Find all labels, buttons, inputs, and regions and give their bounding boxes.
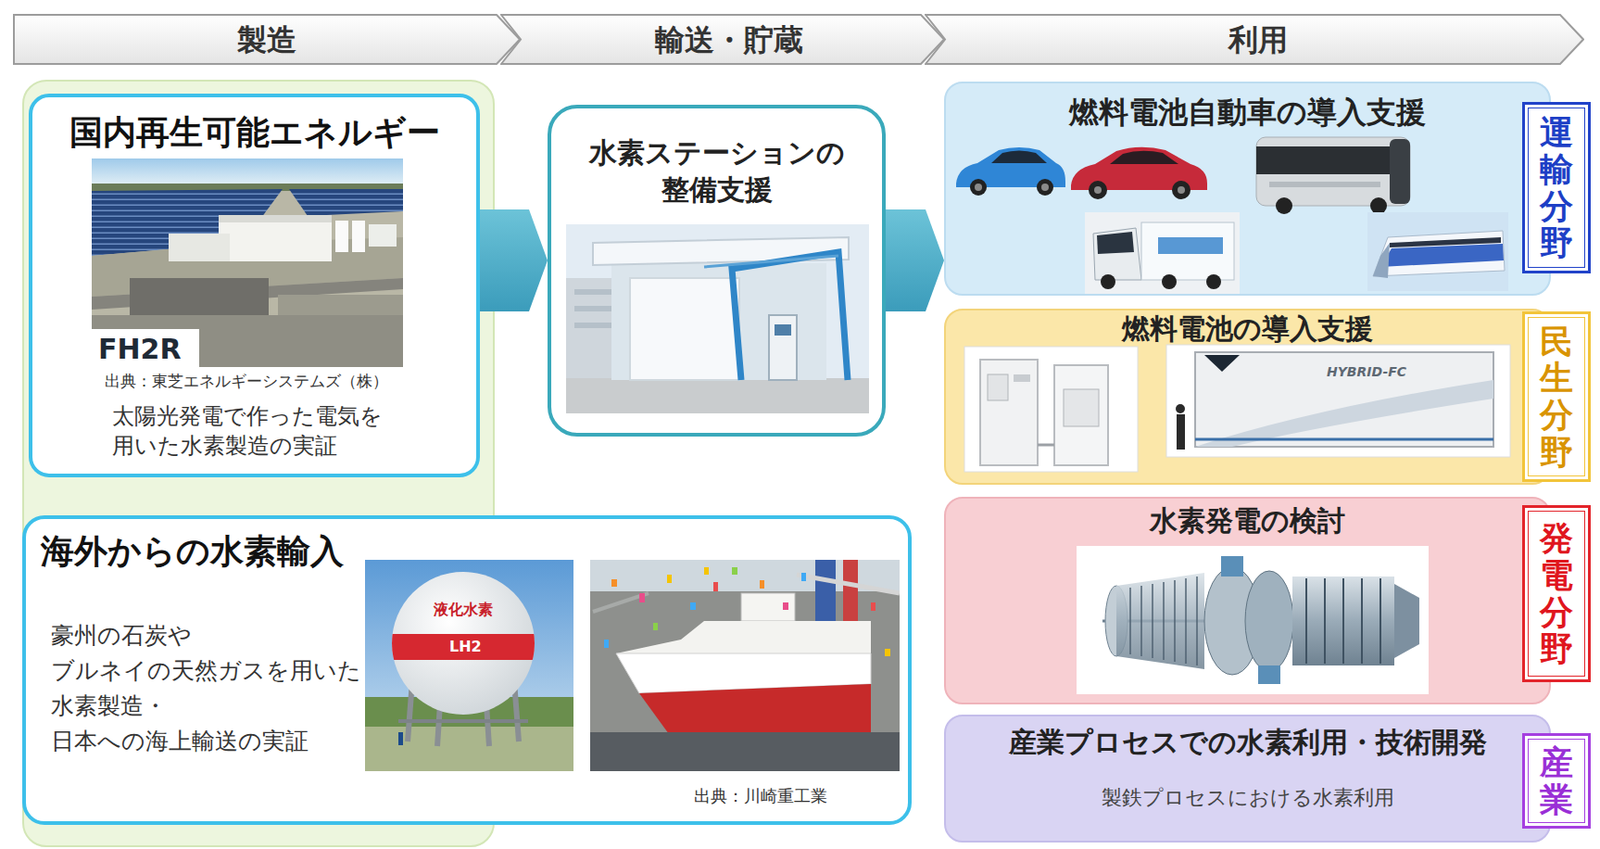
panel-title: 水素発電の検討	[945, 503, 1550, 538]
logo-text: FH2R	[98, 331, 182, 367]
box-title: 国内再生可能エネルギー	[32, 112, 477, 152]
chevron-shape	[13, 14, 520, 64]
stage-label: 輸送・貯蔵	[655, 21, 804, 59]
hydrogen-import-box: 海外からの水素輸入豪州の石炭や ブルネイの天然ガスを用いた 水素製造・ 日本への…	[22, 515, 912, 825]
stage-chevron: 製造	[12, 13, 521, 65]
box-body: 太陽光発電で作った電気を 用いた水素製造の実証	[112, 401, 383, 461]
domestic-renewable-box: 国内再生可能エネルギー出典：東芝エネルギーシステムズ（株） 太陽光発電で作った電気…	[28, 93, 480, 478]
source-note: 出典：川崎重工業	[693, 785, 908, 807]
hydrogen-station-box: 水素ステーションの 整備支援	[547, 104, 886, 437]
stage-label: 製造	[237, 21, 297, 59]
panel-title: 燃料電池自動車の導入支援	[945, 94, 1550, 130]
tank-marking: LH2	[449, 637, 482, 656]
sector-tag: 運輸分野	[1522, 101, 1591, 274]
panel-body: 製鉄プロセスにおける水素利用	[945, 784, 1550, 811]
source-note: 出典：東芝エネルギーシステムズ（株）	[104, 371, 477, 391]
residential-panel: 燃料電池の導入支援	[944, 308, 1551, 485]
sector-label: 産業	[1539, 743, 1574, 818]
chevron-shape	[925, 14, 1584, 64]
transport-panel: 燃料電池自動車の導入支援	[944, 81, 1551, 296]
stage-chevron: 輸送・貯蔵	[500, 13, 945, 65]
power-panel: 水素発電の検討	[944, 496, 1551, 705]
box-title: 水素ステーションの 整備支援	[589, 134, 845, 209]
flow-arrow	[479, 209, 548, 312]
stage-label: 利用	[1228, 21, 1288, 59]
industry-panel: 産業プロセスでの水素利用・技術開発製鉄プロセスにおける水素利用	[944, 714, 1551, 843]
container-marking: HYBRID-FC	[1326, 363, 1407, 380]
sector-label: 発電分野	[1539, 519, 1574, 667]
sector-tag: 民生分野	[1522, 311, 1591, 482]
box-body: 豪州の石炭や ブルネイの天然ガスを用いた 水素製造・ 日本への海上輸送の実証	[50, 617, 362, 759]
panel-title: 産業プロセスでの水素利用・技術開発	[945, 725, 1550, 759]
stage-chevron: 利用	[924, 13, 1585, 65]
tank-marking: 液化水素	[433, 600, 493, 619]
sector-tag: 発電分野	[1522, 504, 1591, 682]
flow-arrow	[885, 209, 945, 312]
chevron-shape	[501, 14, 945, 64]
sector-label: 運輸分野	[1539, 113, 1574, 261]
panel-title: 燃料電池の導入支援	[945, 312, 1550, 346]
sector-tag: 産業	[1522, 732, 1591, 829]
box-title: 海外からの水素輸入	[40, 530, 908, 571]
sector-label: 民生分野	[1539, 323, 1574, 470]
